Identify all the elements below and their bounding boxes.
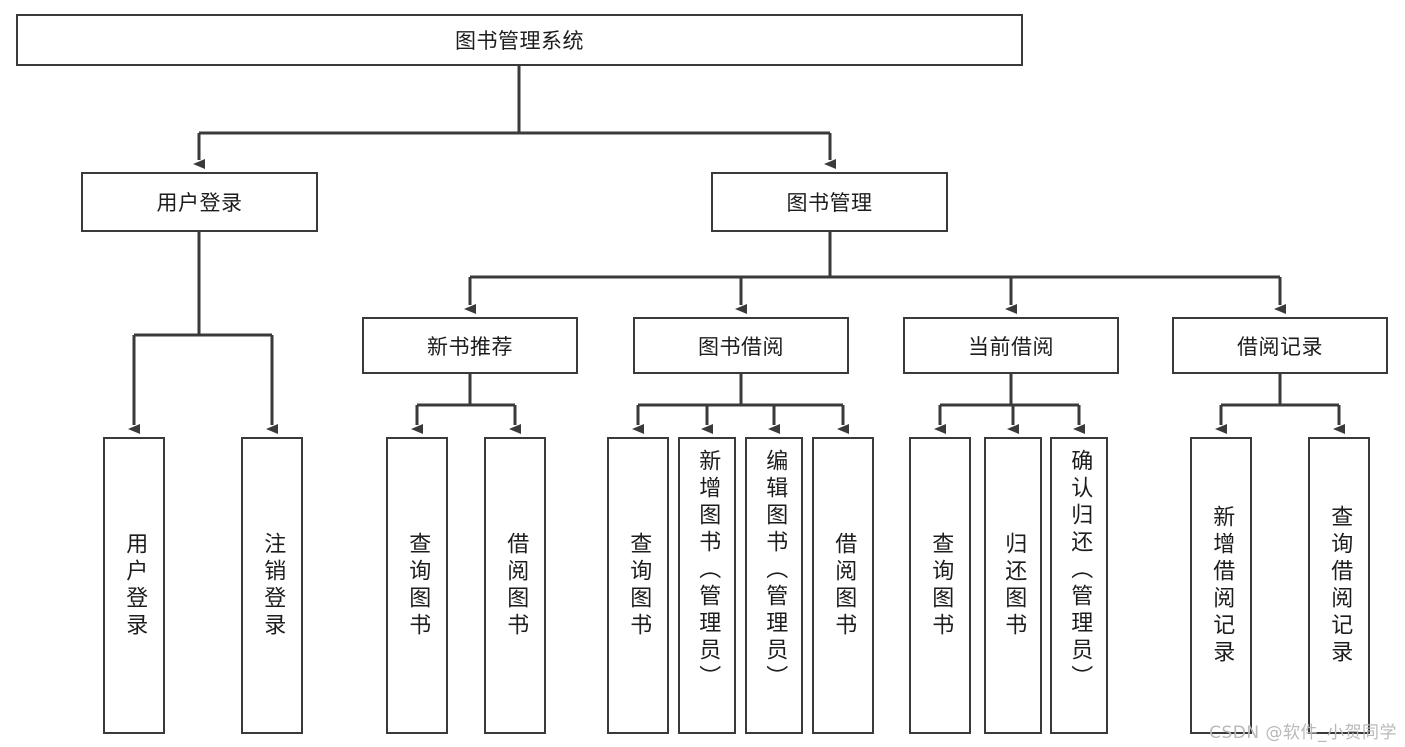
node-user-login[interactable]: 用户登录 bbox=[81, 172, 318, 232]
node-leaf-user-login[interactable]: 用户登录 bbox=[103, 437, 165, 734]
node-leaf-confirm-return-admin[interactable]: 确认归还（管理员） bbox=[1050, 437, 1108, 734]
node-label: 借阅记录 bbox=[1237, 334, 1323, 359]
node-label: 查询借阅记录 bbox=[1327, 504, 1353, 667]
node-label: 图书借阅 bbox=[698, 334, 784, 359]
node-label: 新增借阅记录 bbox=[1209, 504, 1235, 667]
node-label: 新书推荐 bbox=[427, 334, 513, 359]
node-label: 图书管理 bbox=[786, 191, 873, 215]
node-new-book-recommend[interactable]: 新书推荐 bbox=[362, 317, 578, 374]
node-book-borrow[interactable]: 图书借阅 bbox=[633, 317, 849, 374]
csdn-watermark: CSDN @软件_小贺同学 bbox=[1209, 723, 1397, 743]
node-label: 查询图书 bbox=[626, 531, 652, 640]
node-label: 当前借阅 bbox=[968, 334, 1054, 359]
node-leaf-return-book[interactable]: 归还图书 bbox=[984, 437, 1042, 734]
node-label: 编辑图书（管理员） bbox=[762, 449, 788, 692]
node-label: 注销登录 bbox=[260, 531, 286, 640]
node-leaf-add-borrow-record[interactable]: 新增借阅记录 bbox=[1190, 437, 1252, 734]
node-leaf-add-book-admin[interactable]: 新增图书（管理员） bbox=[678, 437, 736, 734]
node-book-management[interactable]: 图书管理 bbox=[711, 172, 948, 232]
node-leaf-query-book-borrow[interactable]: 查询图书 bbox=[607, 437, 669, 734]
node-borrow-record[interactable]: 借阅记录 bbox=[1172, 317, 1388, 374]
node-leaf-query-book-current[interactable]: 查询图书 bbox=[909, 437, 971, 734]
node-label: 图书管理系统 bbox=[455, 29, 584, 53]
node-label: 借阅图书 bbox=[503, 531, 529, 640]
node-root-system[interactable]: 图书管理系统 bbox=[16, 14, 1023, 66]
node-leaf-borrow-book[interactable]: 借阅图书 bbox=[812, 437, 874, 734]
node-label: 确认归还（管理员） bbox=[1067, 449, 1093, 692]
node-leaf-edit-book-admin[interactable]: 编辑图书（管理员） bbox=[745, 437, 803, 734]
node-leaf-borrow-book-recommend[interactable]: 借阅图书 bbox=[484, 437, 546, 734]
node-label: 查询图书 bbox=[405, 531, 431, 640]
node-label: 查询图书 bbox=[928, 531, 954, 640]
node-label: 归还图书 bbox=[1001, 531, 1027, 640]
node-leaf-query-book-recommend[interactable]: 查询图书 bbox=[386, 437, 448, 734]
node-leaf-logout[interactable]: 注销登录 bbox=[241, 437, 303, 734]
node-current-borrow[interactable]: 当前借阅 bbox=[903, 317, 1119, 374]
node-label: 用户登录 bbox=[156, 191, 243, 215]
node-leaf-query-borrow-record[interactable]: 查询借阅记录 bbox=[1308, 437, 1370, 734]
node-label: 新增图书（管理员） bbox=[695, 449, 721, 692]
node-label: 用户登录 bbox=[122, 531, 148, 640]
node-label: 借阅图书 bbox=[831, 531, 857, 640]
